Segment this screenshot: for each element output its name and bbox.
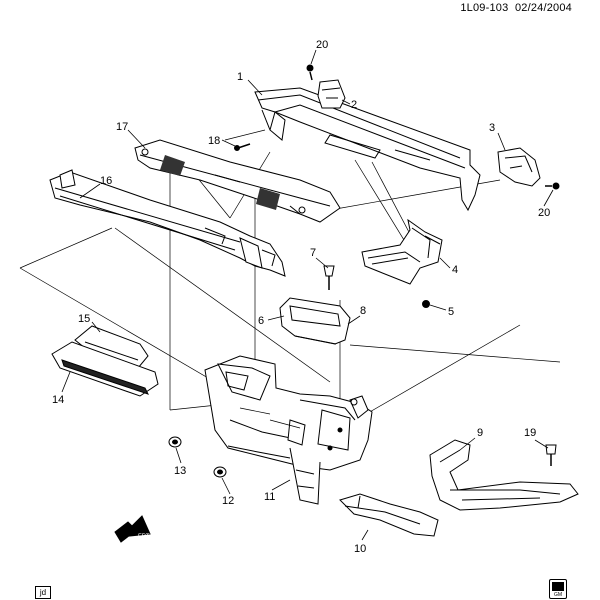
callout-20-side: 20 [538, 207, 550, 219]
part-6-outlet-duct [279, 297, 351, 345]
callout-17: 17 [116, 121, 128, 133]
callout-8: 8 [360, 305, 366, 317]
diagram-code: 1L09-103 [460, 2, 509, 14]
stamp-icon [552, 582, 564, 591]
callout-19: 19 [524, 427, 536, 439]
part-19-fastener [545, 444, 557, 466]
callout-14: 14 [52, 394, 64, 406]
stamp-label: GM [553, 592, 563, 598]
part-2-bracket [317, 79, 346, 109]
part-16-support-beam [49, 169, 286, 277]
callout-numbers: 1 2 3 4 5 6 7 8 9 10 11 12 13 14 15 16 1… [52, 39, 550, 555]
part-10-rear-duct [339, 493, 439, 537]
callout-20-top: 20 [316, 39, 328, 51]
part-4-duct-adapter [361, 218, 443, 285]
callout-7: 7 [310, 247, 316, 259]
part-9-floor-duct [429, 439, 579, 511]
part-3-side-bracket [497, 147, 541, 187]
callout-9: 9 [477, 427, 483, 439]
front-direction-arrow: FRT [114, 515, 151, 543]
callout-16: 16 [100, 175, 112, 187]
callout-10: 10 [354, 543, 366, 555]
part-12-grommet [213, 466, 227, 478]
callout-1: 1 [237, 71, 243, 83]
reference-lines [19, 129, 561, 436]
part-7-fastener [323, 265, 335, 290]
part-18-screw [234, 143, 251, 151]
callout-15: 15 [78, 313, 90, 325]
frt-label: FRT [138, 534, 150, 540]
callout-13: 13 [174, 465, 186, 477]
diagram-header: 1L09-103 02/24/2004 [460, 2, 572, 14]
part-17-lower-beam [134, 139, 341, 223]
part-1-upper-beam [254, 87, 481, 212]
callout-4: 4 [452, 264, 458, 276]
initials-box: jd [35, 586, 51, 599]
part-20-screw-top [306, 64, 314, 81]
part-14-air-filter [51, 341, 159, 397]
callout-2: 2 [351, 99, 357, 111]
gm-logo-stamp: GM [549, 579, 567, 599]
callout-3: 3 [489, 122, 495, 134]
callout-11: 11 [264, 491, 275, 503]
callout-18: 18 [208, 135, 220, 147]
callout-5: 5 [448, 306, 454, 318]
callout-12: 12 [222, 495, 234, 507]
callout-6: 6 [258, 315, 264, 327]
callout-leaders [61, 49, 554, 541]
part-20-screw-side [545, 182, 560, 190]
hvac-module [204, 355, 373, 505]
diagram-date: 02/24/2004 [514, 2, 572, 14]
part-13-grommet [168, 436, 182, 448]
part-5-clip [422, 300, 430, 308]
